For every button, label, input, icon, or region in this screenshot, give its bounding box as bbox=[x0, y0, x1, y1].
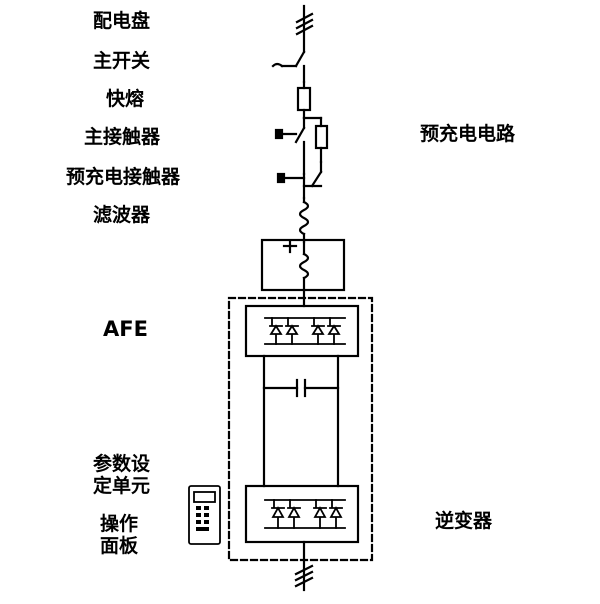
label-afe: AFE bbox=[103, 317, 148, 341]
main-contactor-symbol bbox=[274, 116, 306, 176]
label-parameter-setting-unit-line1: 参数设 bbox=[93, 453, 151, 475]
label-precharge-circuit: 预充电电路 bbox=[420, 123, 516, 145]
afe-module bbox=[244, 288, 360, 358]
operation-panel-device bbox=[188, 485, 221, 545]
label-main-contactor: 主接触器 bbox=[84, 126, 161, 148]
label-parameter-setting-unit: 参数设 定单元 bbox=[93, 453, 151, 498]
drive-enclosure-dashed bbox=[227, 296, 374, 562]
filter-box bbox=[260, 238, 346, 292]
dc-link bbox=[262, 354, 340, 488]
bottom-three-phase-output bbox=[294, 558, 314, 592]
label-main-switch: 主开关 bbox=[93, 50, 151, 72]
inverter-module bbox=[244, 484, 360, 562]
label-distribution-panel: 配电盘 bbox=[93, 10, 151, 32]
precharge-contactor-symbol bbox=[276, 160, 323, 200]
top-three-phase-bus bbox=[295, 4, 314, 54]
inverter-igbt-pair bbox=[264, 499, 346, 529]
precharge-resistor-symbol bbox=[302, 116, 329, 164]
main-switch-symbol bbox=[271, 50, 306, 84]
label-fast-fuse: 快熔 bbox=[106, 88, 145, 110]
label-filter: 滤波器 bbox=[93, 204, 151, 226]
filter-inductor-symbol bbox=[298, 196, 310, 244]
label-operation-panel-line1: 操作 bbox=[100, 513, 139, 535]
label-parameter-setting-unit-line2: 定单元 bbox=[93, 474, 151, 497]
label-inverter: 逆变器 bbox=[435, 510, 493, 532]
fast-fuse-symbol bbox=[296, 80, 312, 120]
afe-igbt-pair bbox=[264, 317, 346, 345]
label-operation-panel: 操作 面板 bbox=[100, 513, 139, 558]
label-precharge-contactor: 预充电接触器 bbox=[66, 166, 181, 188]
label-operation-panel-line2: 面板 bbox=[100, 534, 139, 557]
